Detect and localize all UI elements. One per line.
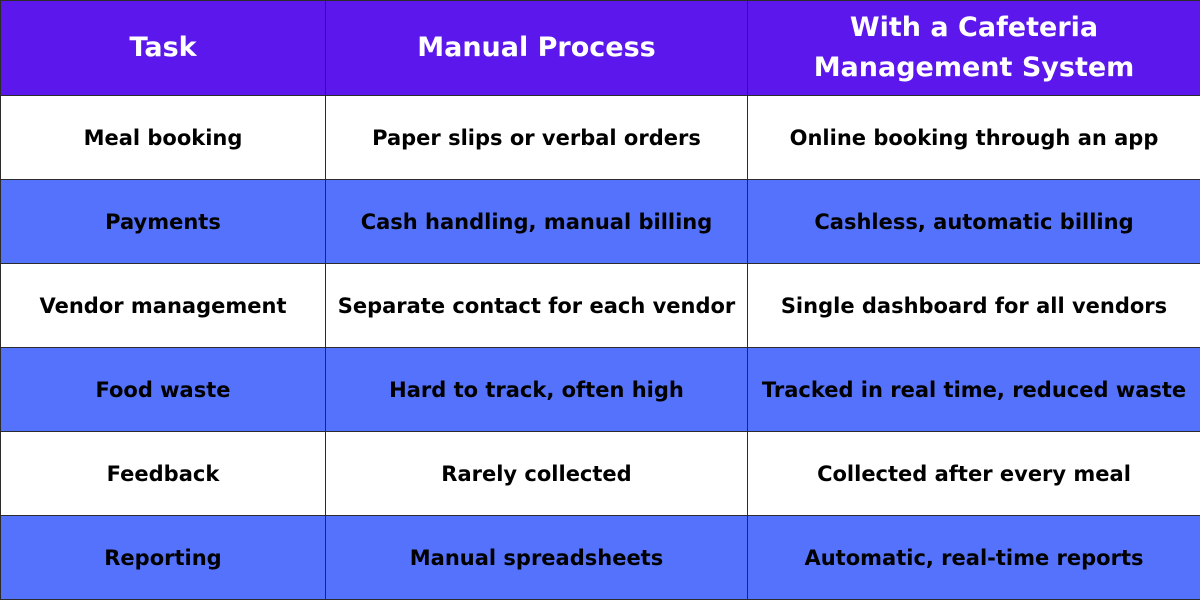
system-cell: Tracked in real time, reduced waste bbox=[747, 347, 1200, 432]
header-row: Task Manual Process With a Cafeteria Man… bbox=[0, 0, 1200, 96]
table-row: Vendor management Separate contact for e… bbox=[0, 263, 1200, 348]
manual-cell: Rarely collected bbox=[325, 431, 748, 516]
system-cell: Single dashboard for all vendors bbox=[747, 263, 1200, 348]
task-cell: Vendor management bbox=[0, 263, 326, 348]
system-cell: Automatic, real-time reports bbox=[747, 515, 1200, 600]
manual-cell: Paper slips or verbal orders bbox=[325, 95, 748, 180]
table-header: Task Manual Process With a Cafeteria Man… bbox=[0, 0, 1200, 96]
manual-cell: Manual spreadsheets bbox=[325, 515, 748, 600]
manual-cell: Cash handling, manual billing bbox=[325, 179, 748, 264]
task-cell: Payments bbox=[0, 179, 326, 264]
system-cell: Collected after every meal bbox=[747, 431, 1200, 516]
task-cell: Feedback bbox=[0, 431, 326, 516]
system-cell: Cashless, automatic billing bbox=[747, 179, 1200, 264]
task-cell: Food waste bbox=[0, 347, 326, 432]
table-row: Reporting Manual spreadsheets Automatic,… bbox=[0, 515, 1200, 600]
table-body: Meal booking Paper slips or verbal order… bbox=[0, 95, 1200, 600]
manual-cell: Separate contact for each vendor bbox=[325, 263, 748, 348]
manual-cell: Hard to track, often high bbox=[325, 347, 748, 432]
table-row: Meal booking Paper slips or verbal order… bbox=[0, 95, 1200, 180]
table-row: Feedback Rarely collected Collected afte… bbox=[0, 431, 1200, 516]
task-cell: Reporting bbox=[0, 515, 326, 600]
task-cell: Meal booking bbox=[0, 95, 326, 180]
table-row: Payments Cash handling, manual billing C… bbox=[0, 179, 1200, 264]
header-cafeteria-system: With a Cafeteria Management System bbox=[747, 0, 1200, 96]
header-task: Task bbox=[0, 0, 326, 96]
header-manual-process: Manual Process bbox=[325, 0, 748, 96]
table-row: Food waste Hard to track, often high Tra… bbox=[0, 347, 1200, 432]
system-cell: Online booking through an app bbox=[747, 95, 1200, 180]
